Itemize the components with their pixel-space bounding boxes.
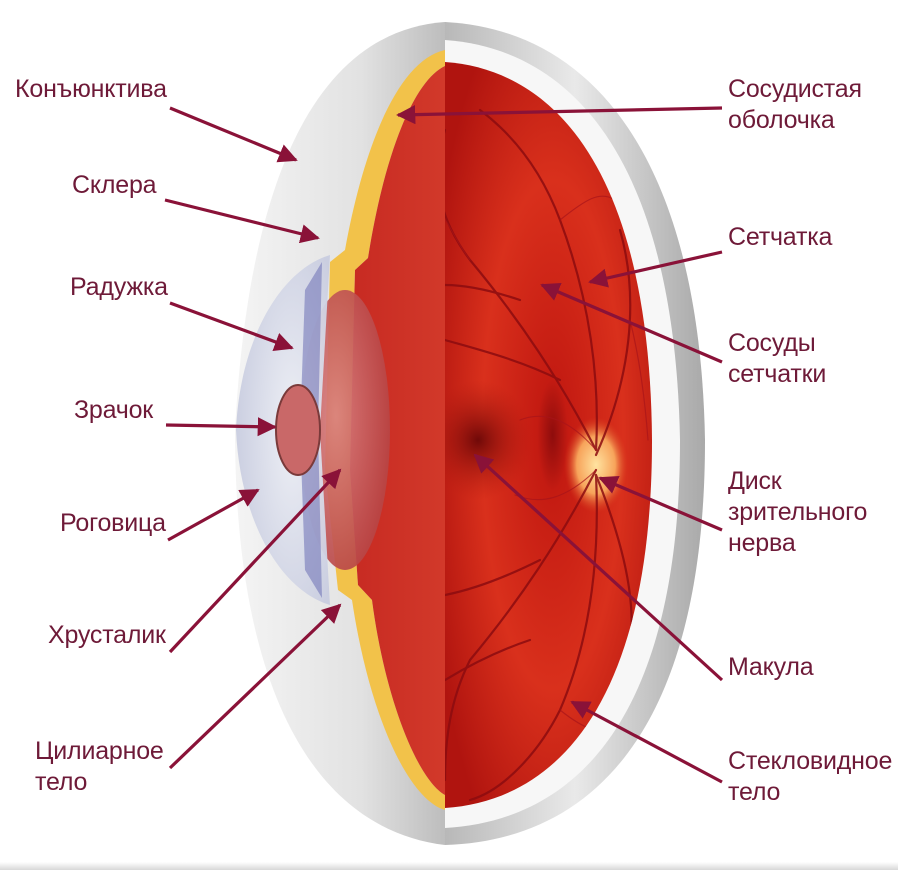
arrow-conjunctiva (170, 108, 296, 160)
pupil-shape (276, 385, 320, 475)
arrow-pupil (166, 425, 275, 427)
label-retinal-vessels: Сосуды сетчатки (728, 328, 838, 390)
label-cornea: Роговица (60, 508, 166, 539)
label-macula: Макула (728, 652, 813, 683)
frame-bottom-edge (0, 862, 898, 870)
label-ciliary-body: Цилиарное тело (35, 736, 170, 798)
label-lens: Хрусталик (48, 620, 166, 651)
label-choroid: Сосудистая оболочка (728, 74, 868, 136)
label-retina: Сетчатка (728, 222, 832, 253)
label-vitreous-body: Стекловидное тело (728, 746, 893, 808)
label-iris: Радужка (70, 272, 168, 303)
label-pupil: Зрачок (74, 395, 153, 426)
label-conjunctiva: Конъюнктива (15, 74, 167, 105)
label-optic-disc: Диск зрительного нерва (728, 466, 878, 559)
label-sclera: Склера (72, 170, 156, 201)
